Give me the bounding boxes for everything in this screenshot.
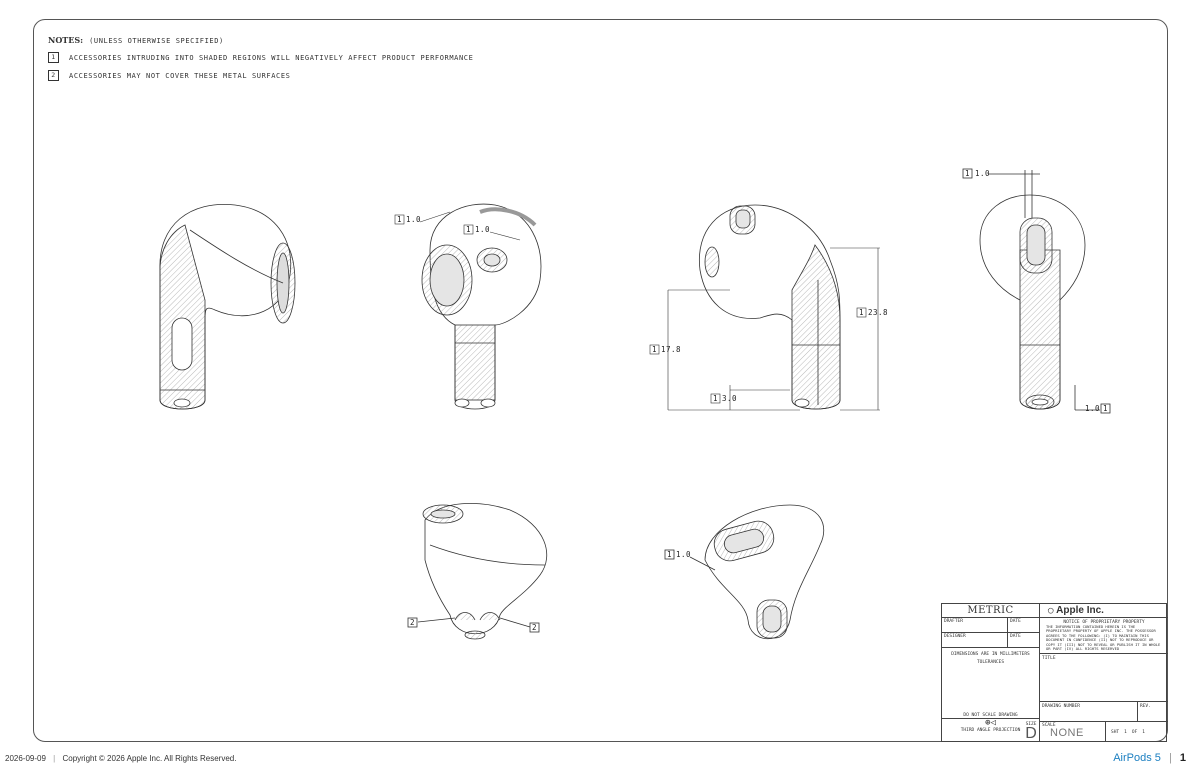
date-label: DATE [1008, 633, 1040, 648]
note-callout: 2 [410, 618, 415, 627]
dimension-value: 1.0 [406, 215, 421, 224]
scale-cell: SCALE NONE [1040, 722, 1106, 742]
footer-date: 2026-09-09 [5, 754, 46, 763]
size-label: SIZE [1025, 722, 1037, 727]
scale-value: NONE [1050, 727, 1084, 739]
note-callout: 1 [397, 215, 402, 224]
note-item: 2 ACCESSORIES MAY NOT COVER THESE METAL … [48, 70, 473, 81]
drawing-sheet-border [33, 19, 1168, 742]
sheet-label: SHT [1111, 730, 1120, 735]
sheet-total: 1 [1142, 730, 1145, 735]
title-label: TITLE [1040, 654, 1168, 702]
dimension-leader [394, 211, 521, 241]
note-callout: 1 [652, 345, 657, 354]
note-callout: 1 [1103, 404, 1108, 413]
size-cell: SIZE D [1022, 722, 1040, 742]
company-name: Apple Inc. [1056, 605, 1104, 616]
footer-left: 2026-09-09 | Copyright © 2026 Apple Inc.… [5, 754, 237, 763]
footer-right: AirPods 5 | 1 [1113, 752, 1186, 764]
title-block: METRIC ◯ Apple Inc. DRAFTER DATE DESIGNE… [941, 603, 1168, 742]
dimensions-note: DIMENSIONS ARE IN MILLIMETERS [951, 652, 1030, 657]
drafter-label: DRAFTER [942, 618, 1008, 633]
tolerances-label: TOLERANCES [976, 660, 1005, 665]
dimension-value: 1.0 [475, 225, 490, 234]
dimension-value: 1.0 [1085, 404, 1100, 413]
dimension-value: 23.8 [868, 308, 888, 317]
scale-label: SCALE [1042, 723, 1056, 728]
note-callout: 1 [713, 394, 718, 403]
note-callout: 1 [466, 225, 471, 234]
sheet-number: 1 [1124, 730, 1127, 735]
drawing-number-label: DRAWING NUMBER [1040, 702, 1138, 722]
dimension-value: 1.0 [676, 550, 691, 559]
sheet-cell: SHT 1 OF 1 [1108, 730, 1168, 742]
of-label: OF [1131, 730, 1138, 735]
earbud-front-view [421, 203, 542, 410]
footer-product-name: AirPods 5 [1113, 752, 1161, 764]
dimension-lines [649, 247, 880, 411]
earbud-back-view [962, 168, 1111, 414]
do-not-scale-note: DO NOT SCALE DRAWING [963, 713, 1018, 718]
earbud-side-view-left [159, 203, 296, 410]
note-callout: 1 [859, 308, 864, 317]
dimension-value: 3.0 [722, 394, 737, 403]
revision-label: REV. [1138, 702, 1168, 722]
earbud-angled-view [664, 504, 825, 640]
earbud-rear-view [698, 204, 841, 410]
projection-label: THIRD ANGLE PROJECTION [960, 728, 1021, 733]
note-number-box: 2 [48, 70, 59, 81]
company-cell: ◯ Apple Inc. [1040, 604, 1168, 618]
note-callout: 1 [667, 550, 672, 559]
notes-block: NOTES: (UNLESS OTHERWISE SPECIFIED) 1 AC… [48, 35, 473, 81]
note-number-box: 1 [48, 52, 59, 63]
date-label: DATE [1008, 618, 1040, 633]
note-callout: 1 [965, 169, 970, 178]
size-value: D [1025, 725, 1037, 742]
notes-heading: NOTES: [48, 35, 84, 45]
footer-page-number: 1 [1179, 752, 1186, 764]
notice-title: NOTICE OF PROPRIETARY PROPERTY [1063, 620, 1145, 625]
designer-label: DESIGNER [942, 633, 1008, 648]
proprietary-notice: NOTICE OF PROPRIETARY PROPERTY THE INFOR… [1040, 618, 1168, 654]
note-callout: 2 [532, 623, 537, 632]
note-text: ACCESSORIES INTRUDING INTO SHADED REGION… [69, 53, 474, 62]
units-label: METRIC [942, 604, 1040, 618]
dimension-value: 17.8 [661, 345, 681, 354]
notes-qualifier: (UNLESS OTHERWISE SPECIFIED) [89, 37, 224, 45]
note-item: 1 ACCESSORIES INTRUDING INTO SHADED REGI… [48, 52, 473, 63]
third-angle-projection-icon: ⊕◁ [985, 718, 996, 728]
dimension-value: 1.0 [975, 169, 990, 178]
apple-logo-icon: ◯ [1048, 606, 1054, 616]
dimensions-note-cell: DIMENSIONS ARE IN MILLIMETERS TOLERANCES [942, 648, 1040, 718]
note-text: ACCESSORIES MAY NOT COVER THESE METAL SU… [69, 71, 291, 80]
projection-cell: DO NOT SCALE DRAWING ⊕◁ THIRD ANGLE PROJ… [942, 713, 1040, 742]
earbud-bottom-view [407, 503, 548, 640]
notice-body: THE INFORMATION CONTAINED HEREIN IS THE … [1046, 624, 1161, 652]
footer-copyright: Copyright © 2026 Apple Inc. All Rights R… [62, 754, 237, 763]
